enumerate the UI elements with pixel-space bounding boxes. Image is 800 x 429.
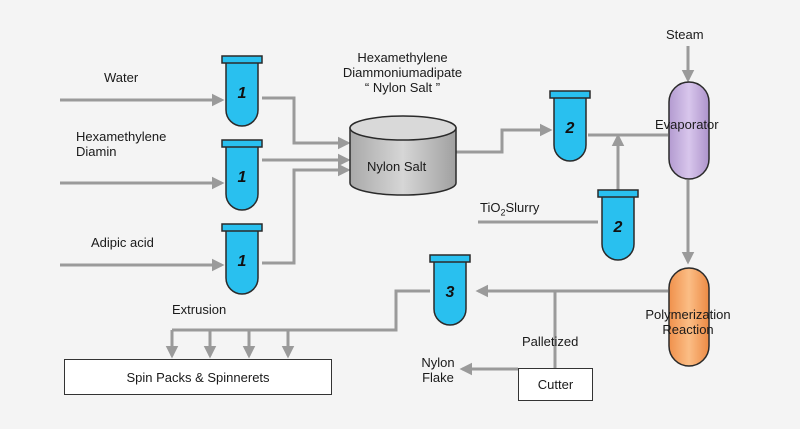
feed-tubes: 1 1 1 2 2 3 [221, 55, 639, 326]
tube-number: 2 [565, 120, 575, 137]
feed-tube-icon: 1 [221, 223, 263, 295]
nylon-salt-title-line2: Diammoniumadipate [342, 65, 463, 80]
nylon-salt-title: Hexamethylene Diammoniumadipate “ Nylon … [330, 50, 475, 95]
extrusion-label: Extrusion [172, 302, 227, 317]
tio2-slurry-label: TiO2Slurry [480, 200, 539, 221]
palletized-label: Palletized [522, 334, 579, 349]
flow-lines [60, 46, 695, 376]
nylon-flake-label: Nylon Flake [416, 355, 460, 385]
nylon-flake-line2: Flake [422, 370, 454, 385]
evaporator-label: Evaporator [655, 117, 719, 132]
tank-to-tube2-arrow [456, 123, 553, 154]
water-to-tank-arrow [262, 96, 351, 150]
feed-tube-icon: 1 [221, 55, 263, 127]
tank-label: Nylon Salt [367, 159, 427, 174]
hmd-line2: Diamin [76, 144, 117, 159]
polymerization-line1: Polymerization [645, 307, 731, 322]
tube-number: 3 [446, 284, 455, 301]
tube-number: 1 [238, 253, 247, 270]
evaporator-vessel-icon [668, 81, 710, 180]
tube-number: 2 [613, 219, 623, 236]
feed-tube-icon: 1 [221, 139, 263, 211]
extrusion-header-line [172, 289, 430, 332]
nylon-salt-title-line3: “ Nylon Salt ” [364, 80, 441, 95]
adipic-to-tank-arrow [262, 163, 351, 265]
feed-tube-icon: 2 [597, 189, 639, 261]
reactor-vessel-icon [668, 267, 710, 367]
nylon-salt-title-line1: Hexamethylene [357, 50, 448, 65]
adipic-acid-label: Adipic acid [91, 235, 154, 250]
steam-label: Steam [666, 27, 704, 42]
tube-number: 1 [238, 85, 247, 102]
polymerization-line2: Reaction [662, 322, 714, 337]
water-label: Water [104, 70, 139, 85]
hexamethylene-diamine-label: Hexamethylene Diamin [76, 129, 166, 159]
tio2-prefix: TiO [480, 200, 501, 215]
feed-tube-icon: 3 [429, 254, 471, 326]
cutter-box: Cutter [518, 368, 593, 401]
storage-tank-icon [349, 115, 457, 196]
nylon-flake-line1: Nylon [421, 355, 455, 370]
spin-packs-box: Spin Packs & Spinnerets [64, 359, 332, 395]
tio2-suffix: Slurry [505, 200, 540, 215]
hmd-line1: Hexamethylene [76, 129, 167, 144]
feed-tube-icon: 2 [549, 90, 591, 162]
tube-number: 1 [238, 169, 247, 186]
polymerization-label: Polymerization Reaction [628, 307, 748, 337]
tio2-subscript: 2 [500, 207, 506, 218]
